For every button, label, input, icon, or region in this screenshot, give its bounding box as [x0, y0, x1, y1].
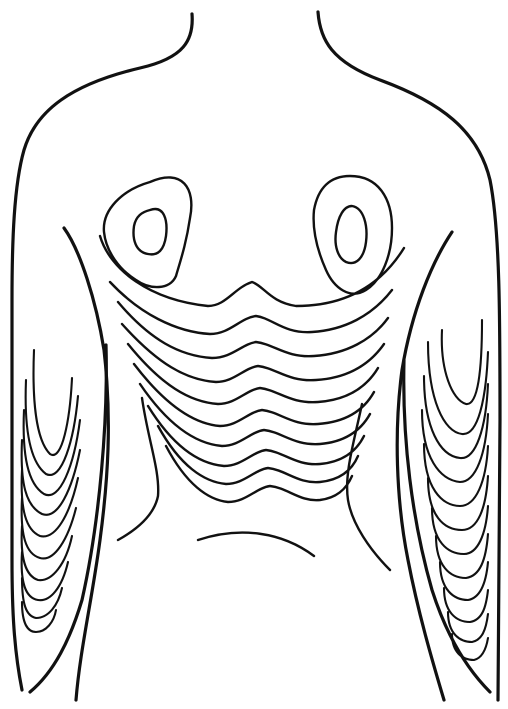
- back-contour-4: [122, 324, 384, 382]
- back-wavy-contours: [100, 236, 404, 570]
- right-arm-curve-1: [442, 320, 482, 404]
- back-contour-6: [134, 364, 374, 426]
- left-arm-inner-edge: [30, 345, 106, 692]
- right-arm-contours: [422, 320, 488, 660]
- left-arm-curve-1: [34, 350, 72, 455]
- back-contour-1: [100, 236, 404, 306]
- left-scapula-contours: [104, 177, 191, 287]
- right-torso-side: [397, 232, 452, 700]
- left-shoulder-arm-outline: [12, 14, 192, 690]
- right-scapula-inner-ring: [335, 206, 366, 263]
- lower-back-arc: [198, 533, 314, 556]
- right-arm-curve-2: [428, 342, 488, 434]
- right-waist-curve: [347, 404, 390, 570]
- back-contour-3: [118, 302, 388, 358]
- body-outline: [12, 12, 500, 700]
- back-contour-7: [140, 384, 370, 446]
- right-shoulder-arm-outline: [318, 12, 500, 700]
- left-scapula-inner-ring: [134, 209, 167, 254]
- left-scapula-outer-ring: [104, 177, 191, 287]
- back-contour-10: [166, 446, 352, 502]
- left-arm-contours: [22, 350, 80, 632]
- right-arm-curve-6: [428, 476, 488, 530]
- back-contour-5: [128, 344, 378, 404]
- left-waist-curve: [118, 398, 158, 540]
- right-arm-curve-5: [424, 444, 488, 506]
